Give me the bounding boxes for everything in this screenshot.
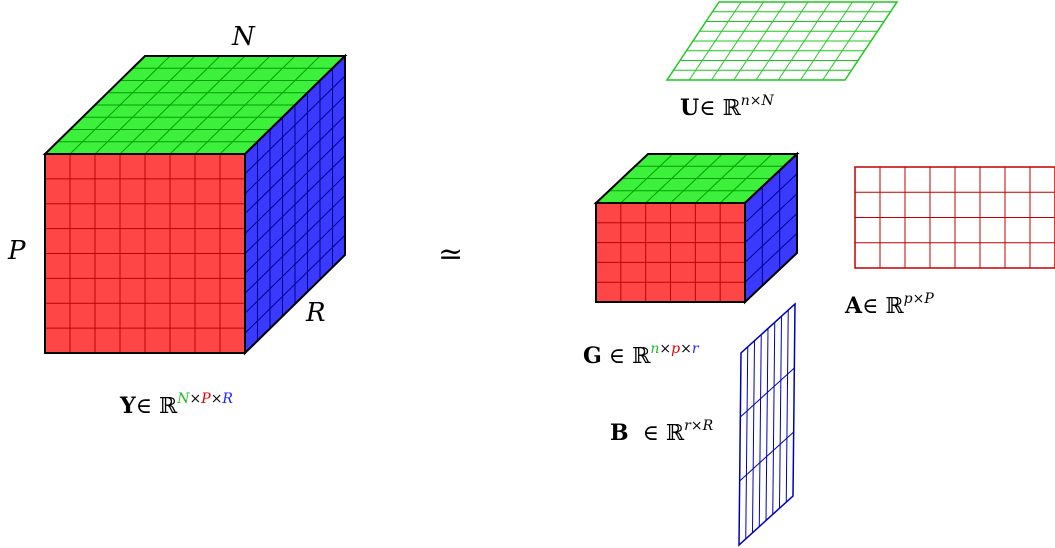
- matrix-A-grid: [854, 166, 1055, 269]
- tensor-Y-side-face-gridline: [244, 115, 346, 215]
- core-G-side-face-gridline: [744, 232, 798, 283]
- times-Y-2: ×: [210, 391, 223, 407]
- tensor-Y-side-face-gridline: [244, 135, 346, 234]
- core-tensor-G-cube: [593, 151, 800, 305]
- core-G-side-face-gridline: [744, 193, 798, 243]
- core-G-side-face-gridline: [744, 213, 798, 263]
- dim-G-n: n: [650, 341, 660, 357]
- dim-G-p: p: [671, 341, 681, 357]
- dim-U: n×N: [740, 93, 774, 109]
- matrix-U-grid-face-edge: [665, 1, 899, 81]
- dim-G-r: r: [691, 341, 699, 357]
- times-Y-1: ×: [189, 391, 202, 407]
- matrix-B-grid-face-gridline: [779, 316, 782, 509]
- matrix-B-grid-face-gridline: [785, 310, 789, 503]
- dim-Y-R: R: [222, 391, 233, 407]
- matrix-B-label: B ∈ ℝr×R: [596, 397, 713, 445]
- matrix-B-grid: [738, 302, 796, 547]
- dim-A: p×P: [903, 291, 934, 307]
- symbol-B: B: [610, 420, 629, 446]
- symbol-G: G: [583, 343, 602, 369]
- dim-Y-P: P: [201, 391, 211, 407]
- tensor-Y-side-face-gridline: [244, 175, 346, 274]
- core-G-side-face-edge: [744, 151, 798, 305]
- tensor-Y-cube: [42, 53, 348, 356]
- matrix-U-grid: [665, 1, 899, 81]
- matrix-B-grid-face-gridline: [765, 328, 769, 521]
- matrix-A-grid-face-edge: [854, 166, 1055, 269]
- approx-sign: ≃: [438, 237, 464, 272]
- membership-U: ∈ ℝ: [699, 96, 741, 121]
- symbol-U: U: [680, 95, 700, 121]
- symbol-Y: Y: [120, 393, 136, 419]
- tensor-Y-label: Y∈ ℝN×P×R: [120, 392, 233, 418]
- tensor-Y-side-face-gridline: [244, 75, 346, 175]
- times-G-2: ×: [680, 341, 692, 357]
- dim-B: r×R: [684, 418, 714, 434]
- tensor-Y-side-face-gridline: [244, 95, 346, 195]
- dimension-P-label: P: [8, 236, 26, 266]
- membership-B: ∈ ℝ: [628, 421, 685, 446]
- matrix-B-grid-face-gridline: [752, 340, 755, 533]
- tensor-Y-side-face-gridline: [244, 155, 346, 254]
- tensor-Y-side-face-edge: [244, 53, 346, 356]
- symbol-A: A: [845, 293, 863, 319]
- dim-Y-N: N: [177, 391, 190, 407]
- tensor-Y-side-face-gridline: [244, 194, 346, 294]
- core-tensor-G-label: G ∈ ℝn×p×r: [583, 342, 699, 368]
- membership-G: ∈ ℝ: [601, 344, 651, 369]
- matrix-B-grid-face-gridline: [772, 322, 776, 515]
- matrix-A-label: A∈ ℝp×P: [845, 292, 934, 318]
- tensor-Y-side-face-gridline: [244, 234, 346, 334]
- dimension-N-label: N: [232, 22, 255, 52]
- core-G-side-face-gridline: [744, 173, 798, 224]
- matrix-U-label: U∈ ℝn×N: [680, 94, 774, 120]
- matrix-B-grid-face-gridline: [758, 334, 762, 527]
- dimension-R-label: R: [306, 298, 326, 328]
- tensor-Y-side-face-gridline: [244, 214, 346, 314]
- membership-A: ∈ ℝ: [862, 294, 904, 319]
- matrix-B-grid-face-edge: [738, 302, 796, 547]
- matrix-B-grid-face-gridline: [745, 346, 749, 539]
- times-G-1: ×: [659, 341, 672, 357]
- membership-Y: ∈ ℝ: [135, 394, 178, 419]
